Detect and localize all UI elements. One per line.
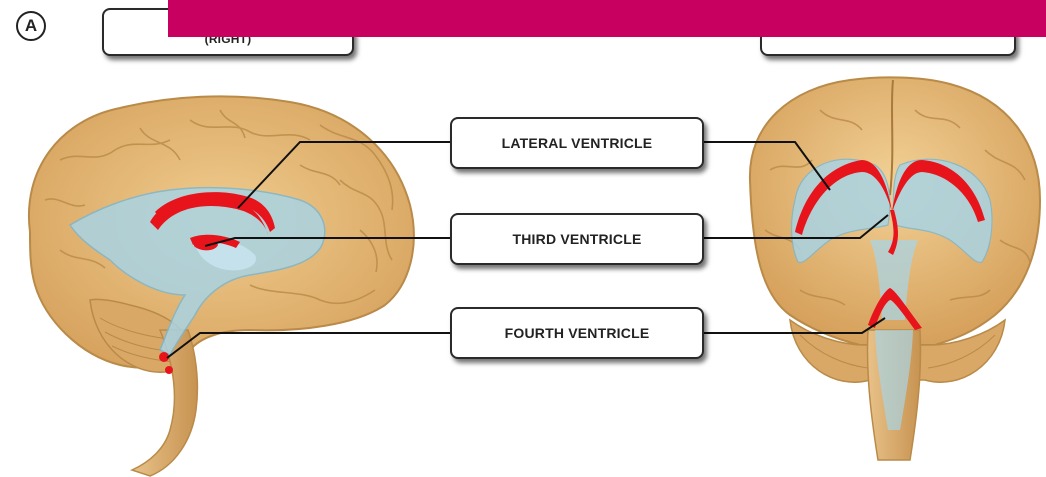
- panel-letter-badge: A: [16, 11, 46, 41]
- sagittal-brain: [29, 96, 414, 476]
- coronal-brain: [750, 77, 1040, 460]
- label-third-ventricle: THIRD VENTRICLE: [513, 231, 642, 247]
- label-box-lateral-ventricle: LATERAL VENTRICLE: [450, 117, 704, 169]
- panel-letter: A: [25, 16, 37, 36]
- overlay-banner: [168, 0, 1046, 37]
- label-fourth-ventricle: FOURTH VENTRICLE: [505, 325, 650, 341]
- label-lateral-ventricle: LATERAL VENTRICLE: [502, 135, 653, 151]
- label-box-fourth-ventricle: FOURTH VENTRICLE: [450, 307, 704, 359]
- label-box-third-ventricle: THIRD VENTRICLE: [450, 213, 704, 265]
